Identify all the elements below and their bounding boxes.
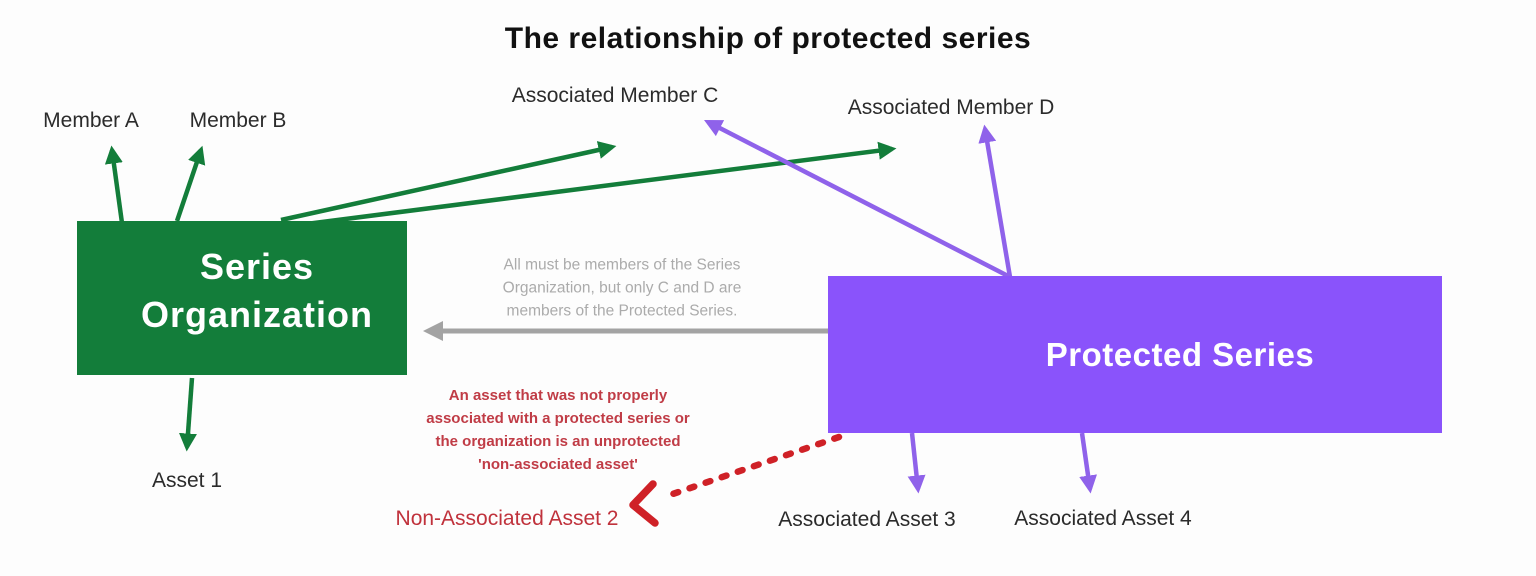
label-associated-member-d: Associated Member D [847,96,1055,119]
protected-series-label: Protected Series [1045,335,1315,373]
arrowhead-non-associated-asset [629,480,659,527]
arrow-protected-to-member-c [703,119,1012,280]
protected-series-box: Protected Series [828,276,1442,433]
diagram-title: The relationship of protected series [504,22,1032,55]
arrow-org-to-member-d [282,141,897,230]
membership-note-line-1: All must be members of the Series [503,256,741,274]
membership-note: All must be members of the Series Organi… [503,254,742,323]
label-member-a: Member A [43,109,139,132]
arrow-protected-to-asset-4 [1079,432,1098,494]
label-asset-1: Asset 1 [151,469,223,492]
non-associated-note-line-1: An asset that was not properly [448,387,668,404]
membership-note-line-2: Organization, but only C and D are [502,279,742,297]
label-member-b: Member B [189,109,287,132]
series-organization-box: Series Organization [77,221,407,375]
arrow-org-to-member-a [104,145,125,224]
arrow-protected-to-asset-3 [907,432,926,494]
series-organization-label: Series Organization [140,246,373,335]
arrow-org-to-asset-1 [178,377,197,452]
non-associated-note-line-3: the organization is an unprotected [435,433,681,450]
membership-note-line-3: members of the Protected Series. [506,302,738,320]
label-associated-asset-4: Associated Asset 4 [1014,507,1192,530]
non-associated-note-line-2: associated with a protected series or [426,410,690,427]
arrow-protected-to-member-d [978,124,1013,278]
arrow-org-to-member-c [280,141,617,223]
arrow-org-to-member-b [174,145,206,222]
non-associated-asset-note: An asset that was not properly associate… [426,384,689,476]
non-associated-note-line-4: 'non-associated asset' [478,456,638,473]
label-non-associated-asset-2: Non-Associated Asset 2 [395,507,619,530]
label-associated-member-c: Associated Member C [511,84,719,107]
arrow-protected-to-non-associated-asset [660,433,843,501]
label-associated-asset-3: Associated Asset 3 [778,508,956,531]
